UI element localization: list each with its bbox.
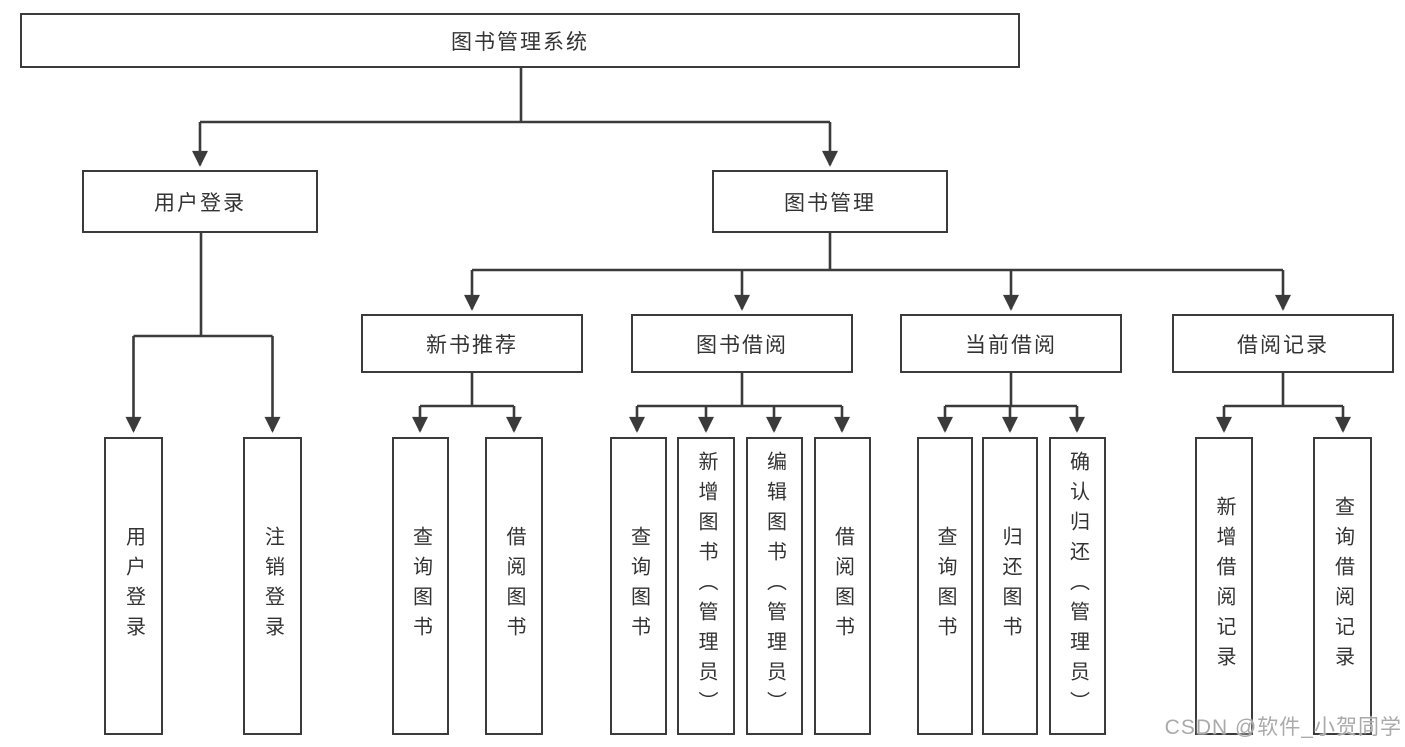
edge-book-mgmt-children (463, 233, 1292, 311)
leaf-add-book-admin: 新增图书（管理员） (677, 437, 735, 735)
leaf-borrow-books: 借阅图书 (814, 437, 871, 735)
node-user-login-label: 用户登录 (154, 191, 246, 215)
node-new-book-recommend: 新书推荐 (361, 314, 583, 373)
leaf-confirm-return-admin-label: 确认归还（管理员） (1066, 451, 1089, 721)
node-borrow-record: 借阅记录 (1172, 314, 1394, 373)
csdn-watermark: CSDN @软件_小贺同学 (1164, 716, 1402, 739)
leaf-return-book-label: 归还图书 (999, 526, 1021, 646)
edge-new-book-children (411, 373, 523, 433)
leaf-edit-book-admin: 编辑图书（管理员） (746, 437, 803, 735)
leaf-add-borrow-record: 新增借阅记录 (1195, 437, 1253, 735)
node-book-borrow-label: 图书借阅 (696, 333, 788, 357)
node-book-management: 图书管理 (712, 170, 948, 233)
node-user-login: 用户登录 (82, 170, 318, 233)
leaf-confirm-return-admin: 确认归还（管理员） (1049, 437, 1106, 735)
leaf-borrow-books-label: 借阅图书 (831, 526, 854, 646)
leaf-logout: 注销登录 (243, 437, 302, 735)
leaf-query-borrow-record-label: 查询借阅记录 (1331, 496, 1354, 676)
edge-book-borrow-children (628, 373, 851, 433)
node-current-borrow: 当前借阅 (900, 314, 1122, 373)
leaf-query-books-borrow-label: 查询图书 (627, 526, 650, 646)
edge-current-borrow-children (936, 373, 1086, 433)
node-library-system: 图书管理系统 (20, 13, 1020, 68)
leaf-edit-book-admin-label: 编辑图书（管理员） (763, 451, 786, 721)
node-borrow-record-label: 借阅记录 (1237, 333, 1329, 357)
leaf-add-borrow-record-label: 新增借阅记录 (1213, 496, 1235, 676)
leaf-query-books-borrow: 查询图书 (610, 437, 667, 735)
node-book-management-label: 图书管理 (784, 191, 876, 215)
leaf-user-login-label: 用户登录 (122, 526, 145, 646)
node-book-borrow: 图书借阅 (631, 314, 853, 373)
leaf-borrow-books-recommend: 借阅图书 (485, 437, 543, 735)
leaf-return-book: 归还图书 (982, 437, 1038, 735)
leaf-query-books-recommend-label: 查询图书 (409, 526, 432, 646)
edge-root-to-level2 (191, 68, 839, 167)
leaf-add-book-admin-label: 新增图书（管理员） (695, 451, 717, 721)
leaf-query-books-current: 查询图书 (917, 437, 973, 735)
node-library-system-label: 图书管理系统 (451, 30, 589, 54)
leaf-logout-label: 注销登录 (261, 526, 284, 646)
node-current-borrow-label: 当前借阅 (965, 333, 1057, 357)
node-new-book-recommend-label: 新书推荐 (426, 333, 518, 357)
leaf-query-books-current-label: 查询图书 (934, 526, 956, 646)
leaf-user-login: 用户登录 (104, 437, 163, 735)
edge-borrow-record-children (1215, 373, 1352, 433)
edge-user-login-children (125, 233, 281, 433)
leaf-query-borrow-record: 查询借阅记录 (1313, 437, 1372, 735)
leaf-query-books-recommend: 查询图书 (392, 437, 449, 735)
leaf-borrow-books-recommend-label: 借阅图书 (503, 526, 525, 646)
